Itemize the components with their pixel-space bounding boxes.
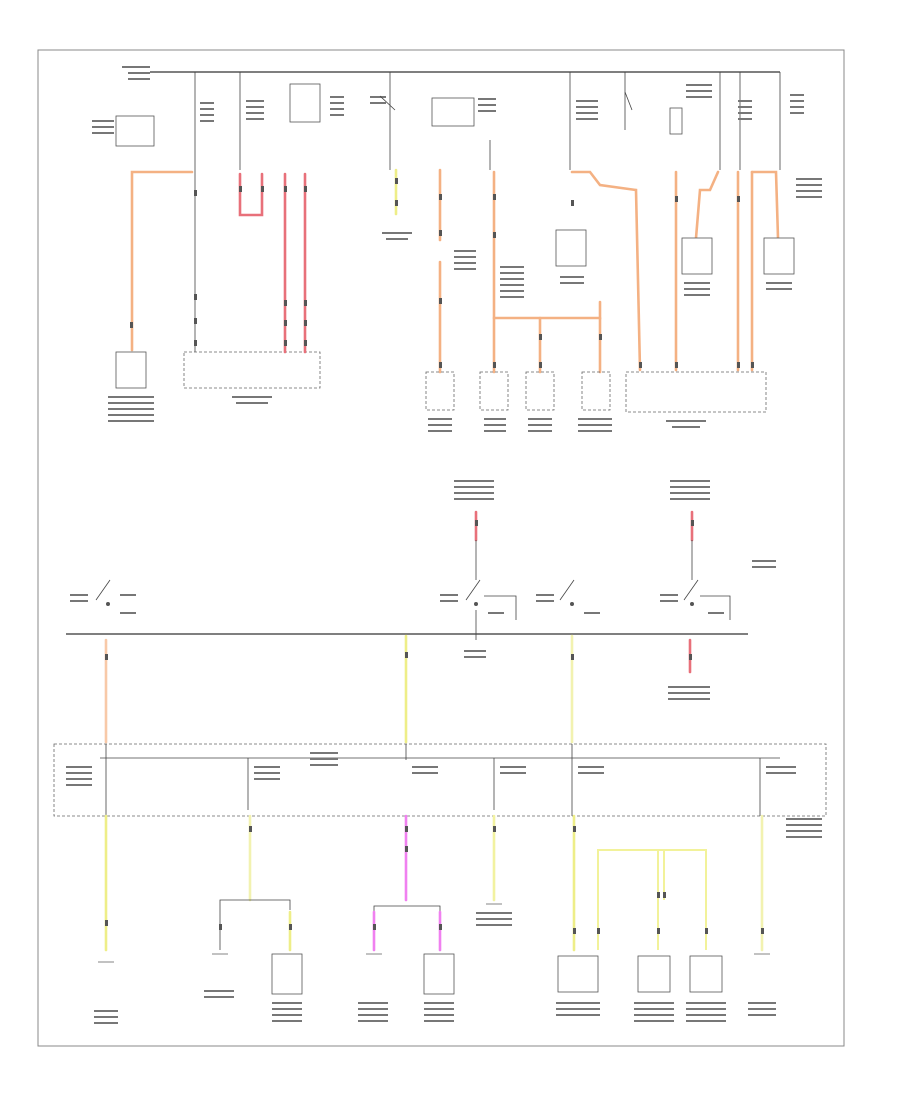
- lamp-box-1: [425, 371, 455, 411]
- ign-bottom-labels: [464, 650, 710, 700]
- diagram-frame: [37, 49, 845, 1047]
- bottom-box-3: [689, 955, 723, 993]
- center-bottom-labels: [428, 250, 612, 432]
- connector-marks: [105, 178, 764, 934]
- ignition-switch-contacts: [95, 579, 731, 620]
- wire-b2-split: [219, 899, 291, 910]
- red-wire-loop: [238, 172, 264, 217]
- lamp-box-3: [525, 371, 555, 411]
- relay-left: [115, 115, 155, 147]
- fuse-right: [669, 107, 683, 135]
- fuse-block-labels: [66, 752, 822, 838]
- lamp-box-4: [581, 371, 611, 411]
- transmission-module: [115, 351, 147, 389]
- switch-top-2: [379, 95, 396, 111]
- top-fuse-block: [289, 83, 321, 123]
- bottom-box-1: [557, 955, 599, 993]
- switch-box-mag: [423, 953, 455, 995]
- right-box-c: [763, 237, 795, 275]
- orange-wire-left: [130, 170, 194, 352]
- right-labels: [560, 178, 822, 428]
- switch-top-1: [624, 91, 633, 111]
- orange-wire-right-5: [750, 170, 780, 240]
- headlamp-label: [232, 396, 272, 404]
- ground-symbols: [98, 903, 770, 963]
- mid-labels: [454, 480, 776, 568]
- instrument-panel-fuse-block: [53, 743, 827, 817]
- body-control-module: [625, 371, 767, 413]
- headlamp-switch-block: [183, 351, 321, 389]
- right-box-b: [681, 237, 713, 275]
- wire-mag-split: [373, 905, 441, 912]
- dlc-label: [382, 232, 412, 240]
- switch-box-b2: [271, 953, 303, 995]
- ignition-labels: [70, 594, 724, 614]
- module-label-left: [108, 396, 154, 422]
- lamp-box-2: [479, 371, 509, 411]
- fuse-block-drops: [105, 744, 761, 816]
- right-box-a: [555, 229, 587, 267]
- orange-wire-right-1: [570, 170, 642, 372]
- bottom-box-2: [637, 955, 671, 993]
- orange-splice-bar: [492, 300, 602, 320]
- relay-center: [431, 97, 475, 127]
- bottom-labels: [94, 912, 776, 1024]
- orange-wire-right-3: [694, 170, 720, 240]
- top-label-marks: [92, 66, 804, 134]
- yellow-wire-b5-bridge: [597, 849, 707, 950]
